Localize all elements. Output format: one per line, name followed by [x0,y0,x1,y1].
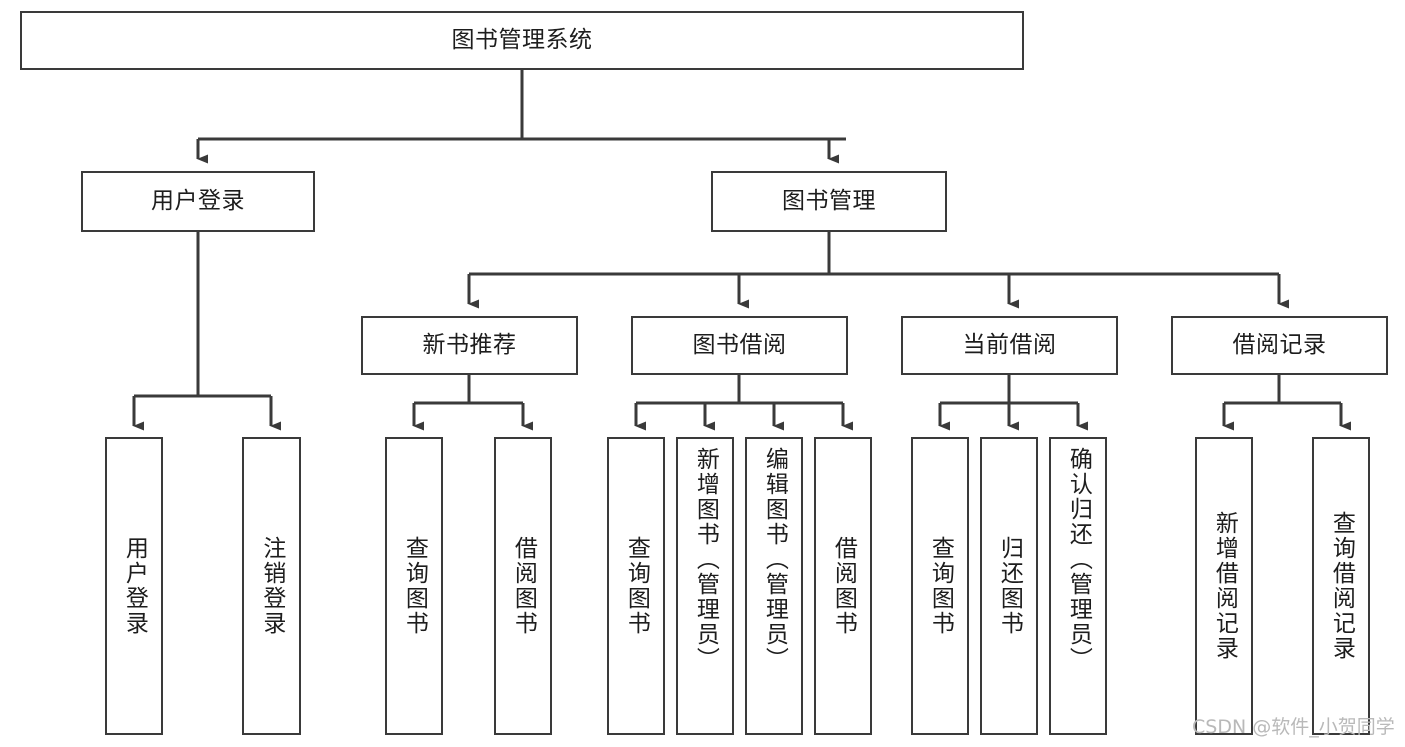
leaf-borrow-book-borrow[interactable]: 借阅图书 [814,437,872,735]
leaf-query-borrow-record[interactable]: 查询借阅记录 [1312,437,1370,735]
node-book-management-label: 图书管理 [782,188,876,214]
leaf-query-book-borrow-label: 查询图书 [623,536,650,636]
node-root[interactable]: 图书管理系统 [20,11,1024,70]
leaf-query-book-newbook-label: 查询图书 [401,536,428,636]
node-user-login-label: 用户登录 [151,188,245,214]
node-user-login[interactable]: 用户登录 [81,171,315,232]
leaf-borrow-book-newbook-label: 借阅图书 [510,536,537,636]
leaf-confirm-return-admin-label: 确认归还（管理员） [1065,447,1092,672]
leaf-logout-label: 注销登录 [258,536,285,636]
leaf-edit-book-admin[interactable]: 编辑图书（管理员） [745,437,803,735]
leaf-return-book-label: 归还图书 [996,536,1023,636]
leaf-borrow-book-newbook[interactable]: 借阅图书 [494,437,552,735]
leaf-confirm-return-admin[interactable]: 确认归还（管理员） [1049,437,1107,735]
node-borrow-records-label: 借阅记录 [1232,332,1327,358]
node-new-book-recommend[interactable]: 新书推荐 [361,316,578,375]
leaf-add-borrow-record-label: 新增借阅记录 [1211,511,1238,661]
node-new-book-recommend-label: 新书推荐 [422,332,517,358]
leaf-borrow-book-borrow-label: 借阅图书 [830,536,857,636]
leaf-return-book[interactable]: 归还图书 [980,437,1038,735]
node-root-label: 图书管理系统 [451,27,593,53]
leaf-query-book-current[interactable]: 查询图书 [911,437,969,735]
node-current-borrow[interactable]: 当前借阅 [901,316,1118,375]
leaf-add-borrow-record[interactable]: 新增借阅记录 [1195,437,1253,735]
leaf-query-book-newbook[interactable]: 查询图书 [385,437,443,735]
node-borrow-records[interactable]: 借阅记录 [1171,316,1388,375]
leaf-add-book-admin-label: 新增图书（管理员） [692,447,719,672]
node-current-borrow-label: 当前借阅 [962,332,1057,358]
leaf-edit-book-admin-label: 编辑图书（管理员） [761,447,788,672]
leaf-add-book-admin[interactable]: 新增图书（管理员） [676,437,734,735]
leaf-logout[interactable]: 注销登录 [242,437,301,735]
leaf-query-book-borrow[interactable]: 查询图书 [607,437,665,735]
node-book-borrow[interactable]: 图书借阅 [631,316,848,375]
leaf-user-login[interactable]: 用户登录 [105,437,163,735]
leaf-query-borrow-record-label: 查询借阅记录 [1328,511,1355,661]
leaf-user-login-label: 用户登录 [121,536,148,636]
leaf-query-book-current-label: 查询图书 [927,536,954,636]
node-book-management[interactable]: 图书管理 [711,171,947,232]
node-book-borrow-label: 图书借阅 [692,332,787,358]
